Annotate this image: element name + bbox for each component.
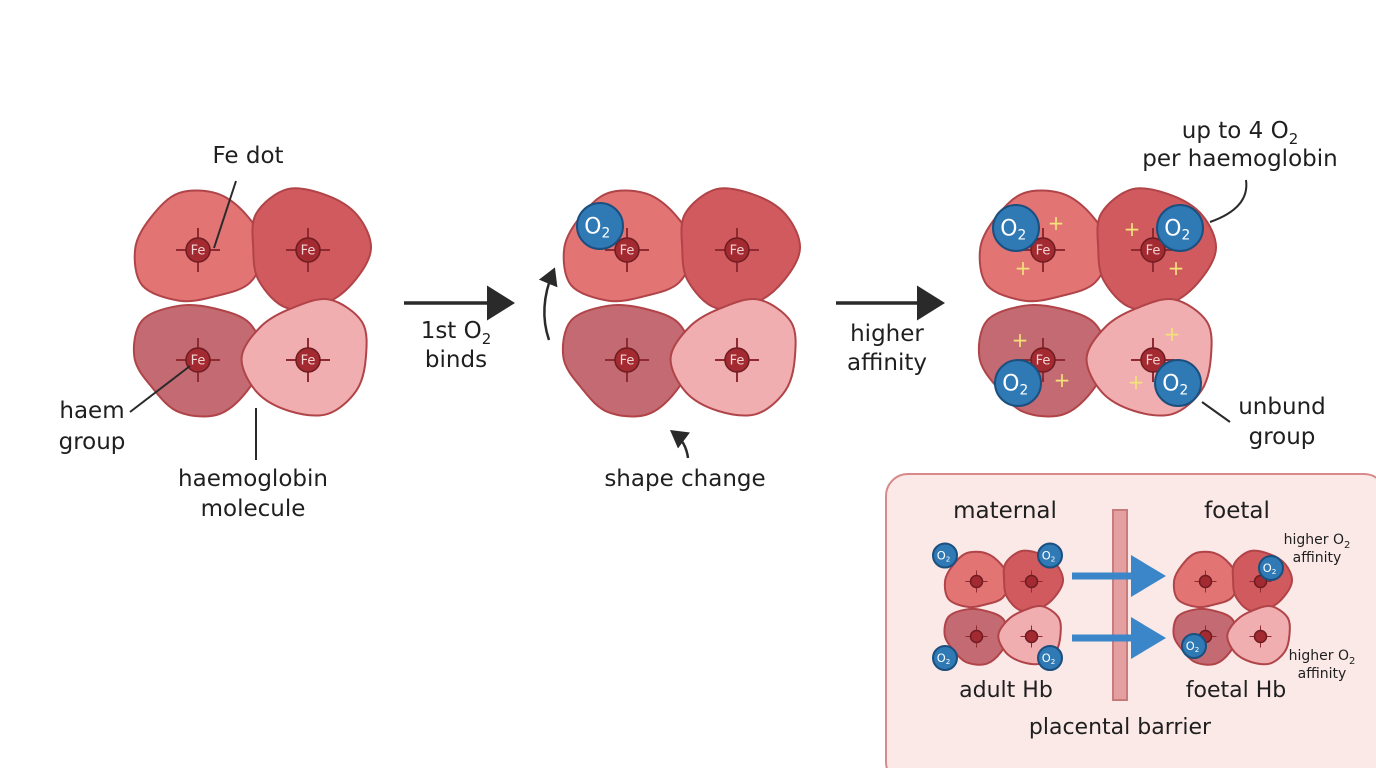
oxygen-molecule: [576, 202, 624, 250]
fe-label: Fe: [301, 244, 316, 259]
plus-sign: +: [1128, 370, 1145, 394]
plus-sign: +: [1048, 211, 1065, 235]
haem-group-iron-dot: [1030, 347, 1056, 373]
haem-group-iron-dot: [969, 574, 984, 589]
plus-sign: +: [1012, 328, 1029, 352]
haem-group-iron-dot: [724, 237, 750, 263]
fe-label: Fe: [1036, 354, 1051, 369]
haem-group-iron-dot: [185, 347, 211, 373]
leader-unbund: [1201, 401, 1231, 423]
up-to-four-label-line2: per haemoglobin: [1142, 146, 1337, 172]
haem-group-iron-dot: [1024, 574, 1039, 589]
first-o2-label-line2: binds: [425, 347, 487, 373]
plus-sign: +: [1164, 322, 1181, 346]
oxygen-molecule: [1037, 645, 1063, 671]
foetal-label: foetal: [1204, 498, 1270, 524]
fe-label: Fe: [620, 244, 635, 259]
unbund-label-line1: unbund: [1238, 394, 1326, 420]
plus-sign: +: [1124, 217, 1141, 241]
oxygen-molecule: [1258, 555, 1284, 581]
haem-group-iron-dot: [614, 237, 640, 263]
haem-group-iron-dot: [969, 629, 984, 644]
haem-group-iron-dot: [614, 347, 640, 373]
fe-label: Fe: [301, 354, 316, 369]
fe-label: Fe: [730, 244, 745, 259]
oxygen-label: O2: [1042, 651, 1056, 666]
haem-group-iron-dot: [1024, 629, 1039, 644]
haem-group-iron-dot: [724, 347, 750, 373]
placental-barrier-label: placental barrier: [1029, 715, 1212, 740]
haem-group-iron-dot: [1140, 347, 1166, 373]
fe-label: Fe: [1036, 244, 1051, 259]
curved-arrow-shape-change: [670, 429, 691, 459]
first-o2-label-line1: 1st O2: [421, 318, 492, 348]
haem-group-iron-dot: [295, 237, 321, 263]
adult-hb-label: adult Hb: [959, 678, 1053, 703]
maternal-label: maternal: [953, 498, 1057, 524]
fe-label: Fe: [191, 244, 206, 259]
haem-group-label-line1: haem: [59, 398, 124, 424]
fe-dot-label: Fe dot: [212, 143, 283, 169]
higher-o2-affinity-upper-line1: higher O2: [1284, 532, 1351, 551]
plus-sign: +: [1015, 256, 1032, 280]
haem-group-iron-dot: [295, 347, 321, 373]
oxygen-label: O2: [1002, 371, 1028, 398]
plus-sign: +: [1054, 368, 1071, 392]
oxygen-molecule: [994, 359, 1042, 407]
haem-group-label-line2: group: [59, 429, 126, 455]
haem-group-iron-dot: [185, 237, 211, 263]
fe-label: Fe: [1146, 354, 1161, 369]
higher-o2-affinity-upper-line2: affinity: [1293, 550, 1342, 566]
oxygen-label: O2: [1263, 561, 1277, 576]
fe-label: Fe: [191, 354, 206, 369]
fe-label: Fe: [730, 354, 745, 369]
oxygen-molecule: [1154, 359, 1202, 407]
oxygen-label: O2: [937, 651, 951, 666]
higher-o2-affinity-lower-line1: higher O2: [1289, 648, 1356, 667]
oxygen-label: O2: [1162, 371, 1188, 398]
curved-arrow-rotation: [538, 267, 558, 341]
oxygen-label: O2: [937, 548, 951, 563]
oxygen-molecule: [932, 542, 958, 569]
plus-sign: +: [1168, 256, 1185, 280]
haem-group-iron-dot: [1253, 629, 1268, 644]
higher-affinity-label-line1: higher: [850, 321, 924, 347]
oxygen-label: O2: [1000, 216, 1026, 243]
fe-label: Fe: [1146, 244, 1161, 259]
oxygen-label: O2: [584, 214, 610, 241]
leader-up-to-four: [1209, 179, 1248, 223]
haemoglobin-label-line1: haemoglobin: [178, 466, 328, 492]
leader-haem-group: [129, 365, 191, 413]
unbund-label-line2: group: [1249, 424, 1316, 450]
foetal-hb-label: foetal Hb: [1186, 678, 1286, 703]
higher-o2-affinity-lower-line2: affinity: [1298, 666, 1347, 682]
haem-group-iron-dot: [1140, 237, 1166, 263]
oxygen-label: O2: [1042, 548, 1056, 563]
higher-affinity-label-line2: affinity: [847, 350, 927, 376]
haemoglobin-label-line2: molecule: [201, 496, 306, 522]
haem-group-iron-dot: [1030, 237, 1056, 263]
shape-change-label: shape change: [604, 466, 765, 492]
placental-barrier: [1112, 509, 1128, 701]
oxygen-molecule: [932, 645, 958, 671]
oxygen-molecule: [1037, 542, 1063, 569]
oxygen-label: O2: [1164, 216, 1190, 243]
oxygen-molecule: [1156, 204, 1204, 252]
leader-fe-dot: [213, 180, 237, 249]
oxygen-molecule: [992, 204, 1040, 252]
up-to-four-label-line1: up to 4 O2: [1182, 118, 1298, 148]
oxygen-label: O2: [1186, 639, 1200, 654]
haem-group-iron-dot: [1198, 574, 1213, 589]
oxygen-molecule: [1181, 633, 1207, 659]
fe-label: Fe: [620, 354, 635, 369]
